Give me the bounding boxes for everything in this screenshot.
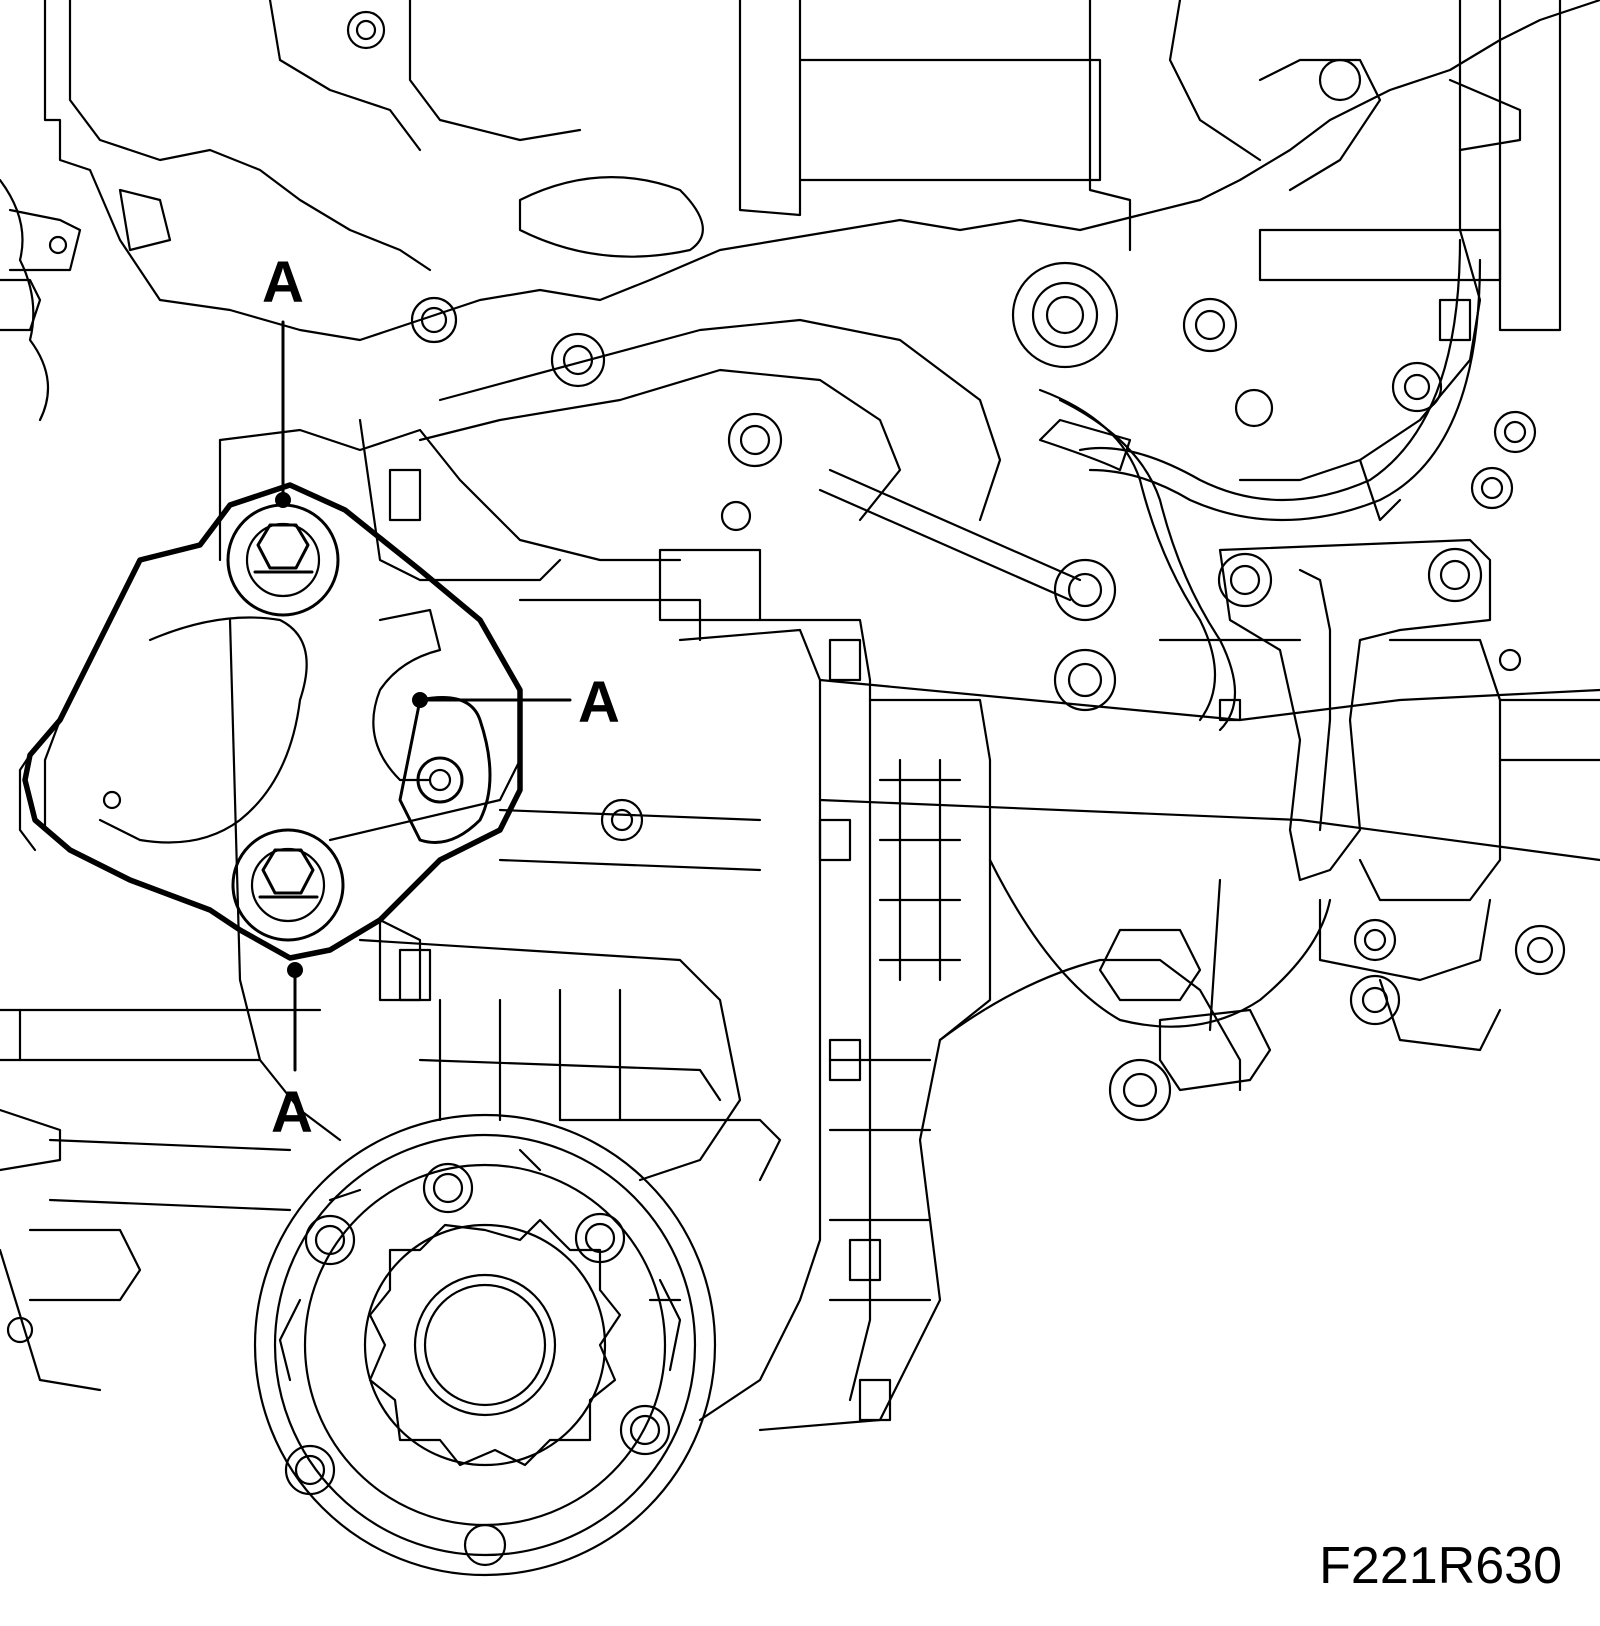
hose-harness	[1038, 238, 1482, 732]
engine-mount-bracket	[18, 482, 523, 961]
right-mount-bracket	[1217, 538, 1600, 1052]
transfer-case-housing	[358, 618, 1332, 1432]
housing-flange-bolts	[388, 468, 1242, 1422]
engine-bolts	[410, 58, 1537, 712]
callout-label: A	[578, 670, 620, 735]
output-flange	[253, 1113, 717, 1577]
callout-label: A	[271, 1080, 313, 1145]
callout-a-middle: A	[412, 670, 620, 735]
callout-a-upper: A	[262, 250, 304, 508]
callout-a-lower: A	[271, 962, 313, 1145]
left-edge-fragments	[0, 178, 322, 1392]
figure-code: F221R630	[1319, 1537, 1562, 1595]
callout-label: A	[262, 250, 304, 315]
engine-block	[43, 0, 1600, 482]
